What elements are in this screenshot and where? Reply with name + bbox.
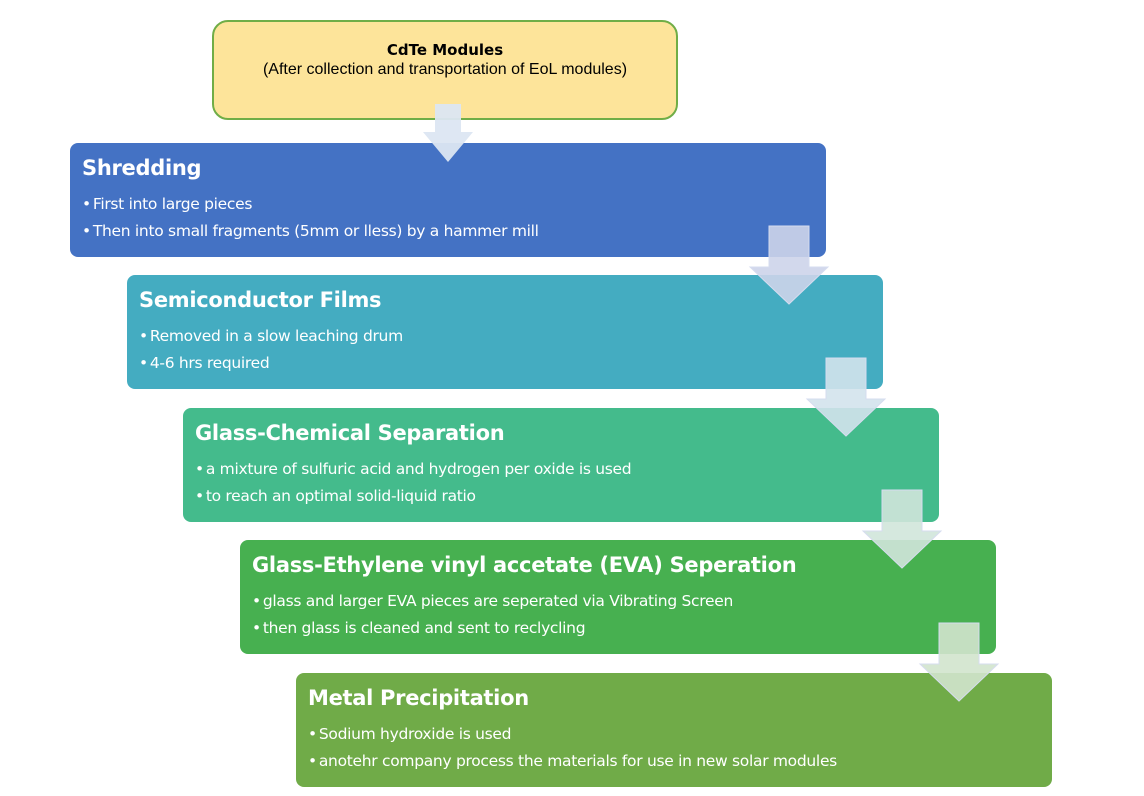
start-node-title: CdTe Modules bbox=[386, 41, 504, 59]
step-heading: Glass-Ethylene vinyl accetate (EVA) Sepe… bbox=[252, 553, 797, 577]
step-bullet: •then glass is cleaned and sent to recly… bbox=[252, 619, 586, 637]
step-bullet: •a mixture of sulfuric acid and hydrogen… bbox=[195, 460, 632, 478]
step-semiconductor-films: Semiconductor Films •Removed in a slow l… bbox=[127, 275, 883, 389]
step-glass-eva-separation: Glass-Ethylene vinyl accetate (EVA) Sepe… bbox=[240, 540, 996, 654]
step-bullet: •4-6 hrs required bbox=[139, 354, 270, 372]
start-node-cdte-modules: CdTe Modules (After collection and trans… bbox=[212, 20, 678, 120]
down-arrow-icon bbox=[748, 225, 830, 305]
down-arrow-icon bbox=[805, 357, 887, 437]
step-bullet: •First into large pieces bbox=[82, 195, 253, 213]
step-metal-precipitation: Metal Precipitation •Sodium hydroxide is… bbox=[296, 673, 1052, 787]
step-bullet: •to reach an optimal solid-liquid ratio bbox=[195, 487, 476, 505]
step-bullet: •Sodium hydroxide is used bbox=[308, 725, 512, 743]
start-node-subtitle: (After collection and transportation of … bbox=[262, 61, 628, 78]
step-heading: Shredding bbox=[82, 156, 202, 180]
down-arrow-icon bbox=[918, 622, 1000, 702]
step-bullet: •Removed in a slow leaching drum bbox=[139, 327, 403, 345]
down-arrow-icon bbox=[861, 489, 943, 569]
step-heading: Metal Precipitation bbox=[308, 686, 529, 710]
down-arrow-icon bbox=[423, 104, 473, 162]
step-glass-chemical-separation: Glass-Chemical Separation •a mixture of … bbox=[183, 408, 939, 522]
step-bullet: •anotehr company process the materials f… bbox=[308, 752, 837, 770]
step-bullet: •glass and larger EVA pieces are seperat… bbox=[252, 592, 733, 610]
step-heading: Semiconductor Films bbox=[139, 288, 382, 312]
step-heading: Glass-Chemical Separation bbox=[195, 421, 505, 445]
step-bullet: •Then into small fragments (5mm or lless… bbox=[82, 222, 539, 240]
